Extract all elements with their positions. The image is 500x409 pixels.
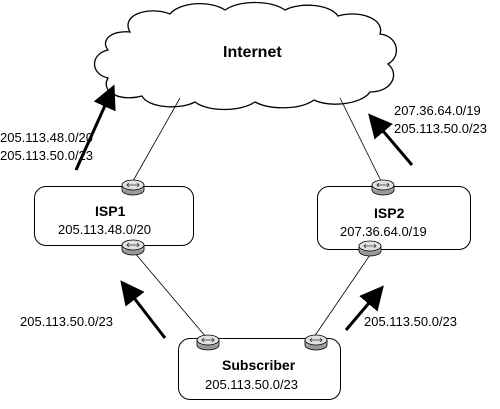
arrow-isp2-to-internet [368, 113, 414, 166]
isp2-name: ISP2 [374, 205, 405, 221]
isp1-prefix: 205.113.48.0/20 [58, 222, 152, 237]
subscriber-adv-isp2: 205.113.50.0/23 [364, 314, 458, 329]
isp1-name: ISP1 [95, 203, 126, 219]
internet-label: Internet [223, 44, 282, 61]
link-isp2-subscriber [313, 251, 373, 338]
arrow-subscriber-to-isp2 [344, 285, 384, 331]
link-isp1-internet [132, 97, 181, 182]
isp2-adv-line-2: 205.113.50.0/23 [394, 121, 488, 136]
subscriber-prefix: 205.113.50.0/23 [205, 377, 299, 392]
isp2-prefix: 207.36.64.0/19 [340, 224, 427, 239]
isp1-adv-line-1: 205.113.48.0/20 [0, 130, 94, 145]
link-isp1-subscriber [133, 251, 207, 338]
isp1-box [34, 186, 194, 246]
isp2-adv-line-1: 207.36.64.0/19 [394, 103, 481, 118]
subscriber-name: Subscriber [222, 357, 296, 373]
isp1-adv-line-2: 205.113.50.0/23 [0, 148, 94, 163]
arrow-isp1-to-internet [74, 84, 116, 171]
arrow-subscriber-to-isp1 [120, 280, 167, 339]
subscriber-adv-isp1: 205.113.50.0/23 [20, 314, 114, 329]
link-isp2-internet [339, 97, 382, 182]
